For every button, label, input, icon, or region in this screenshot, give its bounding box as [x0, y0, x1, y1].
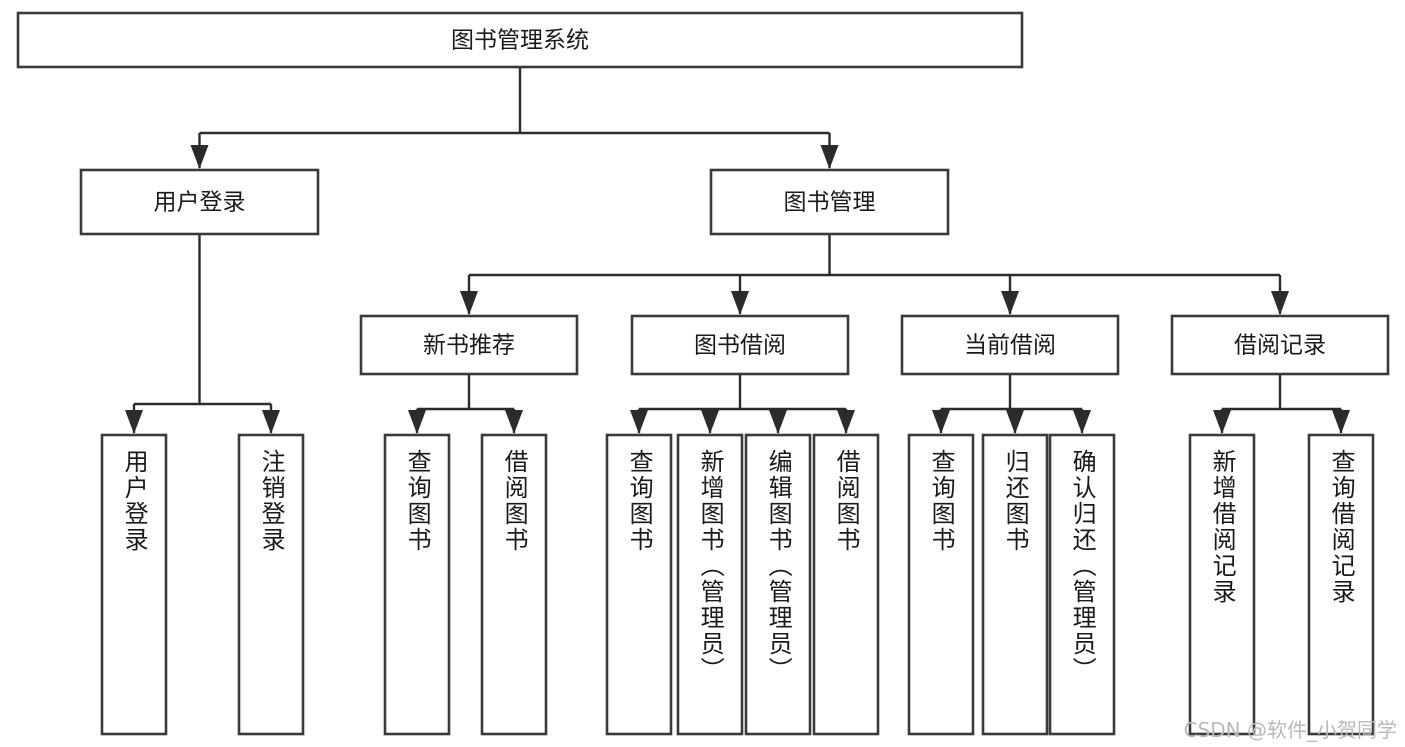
arrow-head-icon [932, 410, 950, 434]
node-box-level2-0[interactable] [79, 168, 320, 236]
node-label-level3-3: 借阅记录 [1234, 333, 1326, 359]
node-box-leaf-4[interactable] [605, 433, 673, 736]
arrow-head-icon [769, 410, 787, 434]
node-box-leaf-7[interactable] [812, 433, 880, 736]
node-label-level2-0: 用户登录 [154, 190, 246, 216]
node-label-level3-0: 新书推荐 [423, 333, 515, 359]
arrow-head-icon [408, 410, 426, 434]
node-box-level2-1[interactable] [709, 168, 950, 236]
node-box-level3-2[interactable] [900, 314, 1120, 376]
arrow-head-icon [837, 410, 855, 434]
node-box-leaf-9[interactable] [981, 433, 1049, 736]
node-box-leaf-3[interactable] [480, 433, 548, 736]
arrow-head-icon [125, 410, 143, 434]
arrow-head-icon [1213, 410, 1231, 434]
arrow-head-icon [262, 410, 280, 434]
arrow-head-icon [1332, 410, 1350, 434]
node-box-leaf-12[interactable] [1307, 433, 1375, 736]
node-label-level2-1: 图书管理 [784, 190, 876, 216]
node-box-leaf-1[interactable] [237, 433, 305, 736]
node-box-level3-3[interactable] [1170, 314, 1390, 376]
node-box-leaf-11[interactable] [1188, 433, 1256, 736]
arrow-head-icon [1006, 410, 1024, 434]
watermark-text: CSDN @软件_小贺同学 [1183, 718, 1397, 742]
node-box-leaf-0[interactable] [100, 433, 168, 736]
node-box-leaf-2[interactable] [383, 433, 451, 736]
boxes-layer [16, 11, 1390, 736]
node-box-root[interactable] [16, 11, 1024, 69]
arrow-head-icon [731, 291, 749, 315]
arrow-head-icon [701, 410, 719, 434]
node-box-leaf-8[interactable] [907, 433, 975, 736]
node-box-level3-1[interactable] [630, 314, 850, 376]
node-box-leaf-6[interactable] [744, 433, 812, 736]
node-box-leaf-5[interactable] [676, 433, 744, 736]
connectors-layer [125, 67, 1350, 434]
node-label-level3-1: 图书借阅 [694, 333, 786, 359]
arrow-head-icon [1001, 291, 1019, 315]
node-box-level3-0[interactable] [359, 314, 579, 376]
arrow-head-icon [630, 410, 648, 434]
node-label-level3-2: 当前借阅 [964, 333, 1056, 359]
arrow-head-icon [190, 145, 209, 169]
node-label-root: 图书管理系统 [451, 28, 589, 54]
arrow-head-icon [1073, 410, 1091, 434]
node-box-leaf-10[interactable] [1048, 433, 1116, 736]
arrow-head-icon [460, 291, 478, 315]
arrow-head-icon [1271, 291, 1289, 315]
arrow-head-icon [505, 410, 523, 434]
arrow-head-icon [820, 145, 839, 169]
